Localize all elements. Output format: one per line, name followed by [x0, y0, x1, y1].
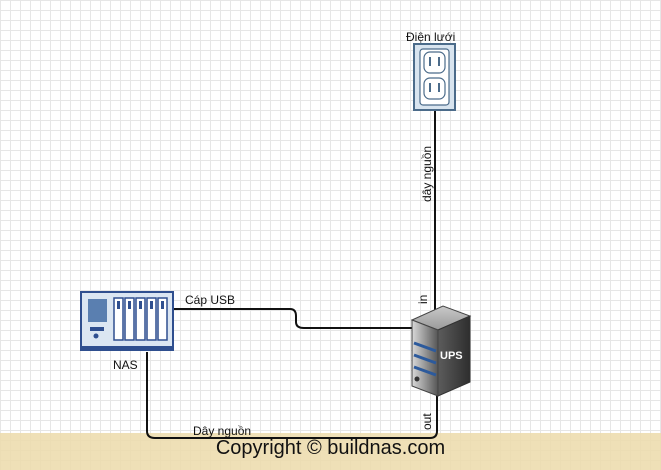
power-cord-top-label: dây nguồn: [420, 145, 434, 202]
power-cord-bottom-connector[interactable]: [146, 352, 438, 439]
ups-server-icon[interactable]: [410, 305, 472, 397]
nas-label: NAS: [113, 358, 138, 372]
ups-label: UPS: [440, 350, 463, 362]
usb-cable-label: Cáp USB: [185, 293, 236, 307]
wall-outlet-icon[interactable]: [413, 43, 456, 111]
copyright-watermark: Copyright © buildnas.com: [215, 437, 446, 459]
usb-cable-connector[interactable]: [173, 308, 420, 329]
power-cord-bottom-label: Dây nguồn: [193, 424, 252, 438]
ups-in-label: in: [416, 294, 430, 304]
nas-device-icon[interactable]: [80, 291, 174, 351]
power-grid-label: Điện lưới: [406, 30, 456, 44]
ups-out-label: out: [420, 413, 434, 430]
watermark-band: [0, 433, 661, 470]
